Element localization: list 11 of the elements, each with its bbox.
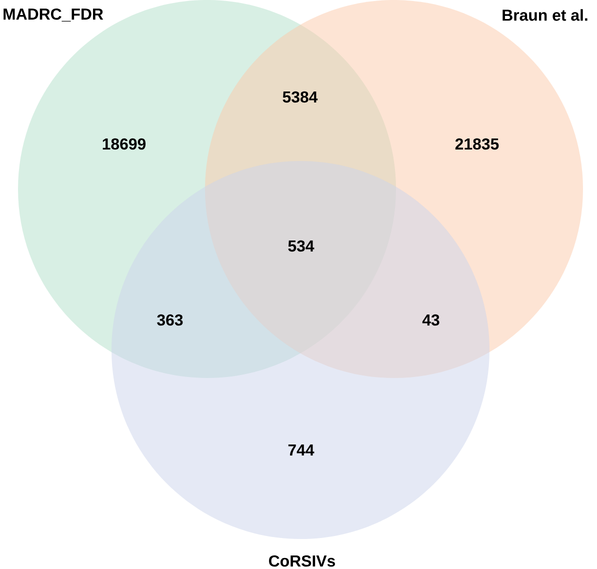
count-label: 43 <box>422 314 440 326</box>
count-label: 21835 <box>455 138 499 150</box>
set-label: Braun et al. <box>502 9 588 21</box>
set-label: MADRC_FDR <box>4 8 104 22</box>
set-label: CoRSIVs <box>269 555 335 567</box>
count-label: 744 <box>288 444 314 456</box>
count-label: 18699 <box>102 138 146 150</box>
count-label: 534 <box>288 240 314 252</box>
count-label: 5384 <box>282 91 318 103</box>
count-label: 363 <box>157 314 183 326</box>
venn-circle <box>112 160 490 539</box>
